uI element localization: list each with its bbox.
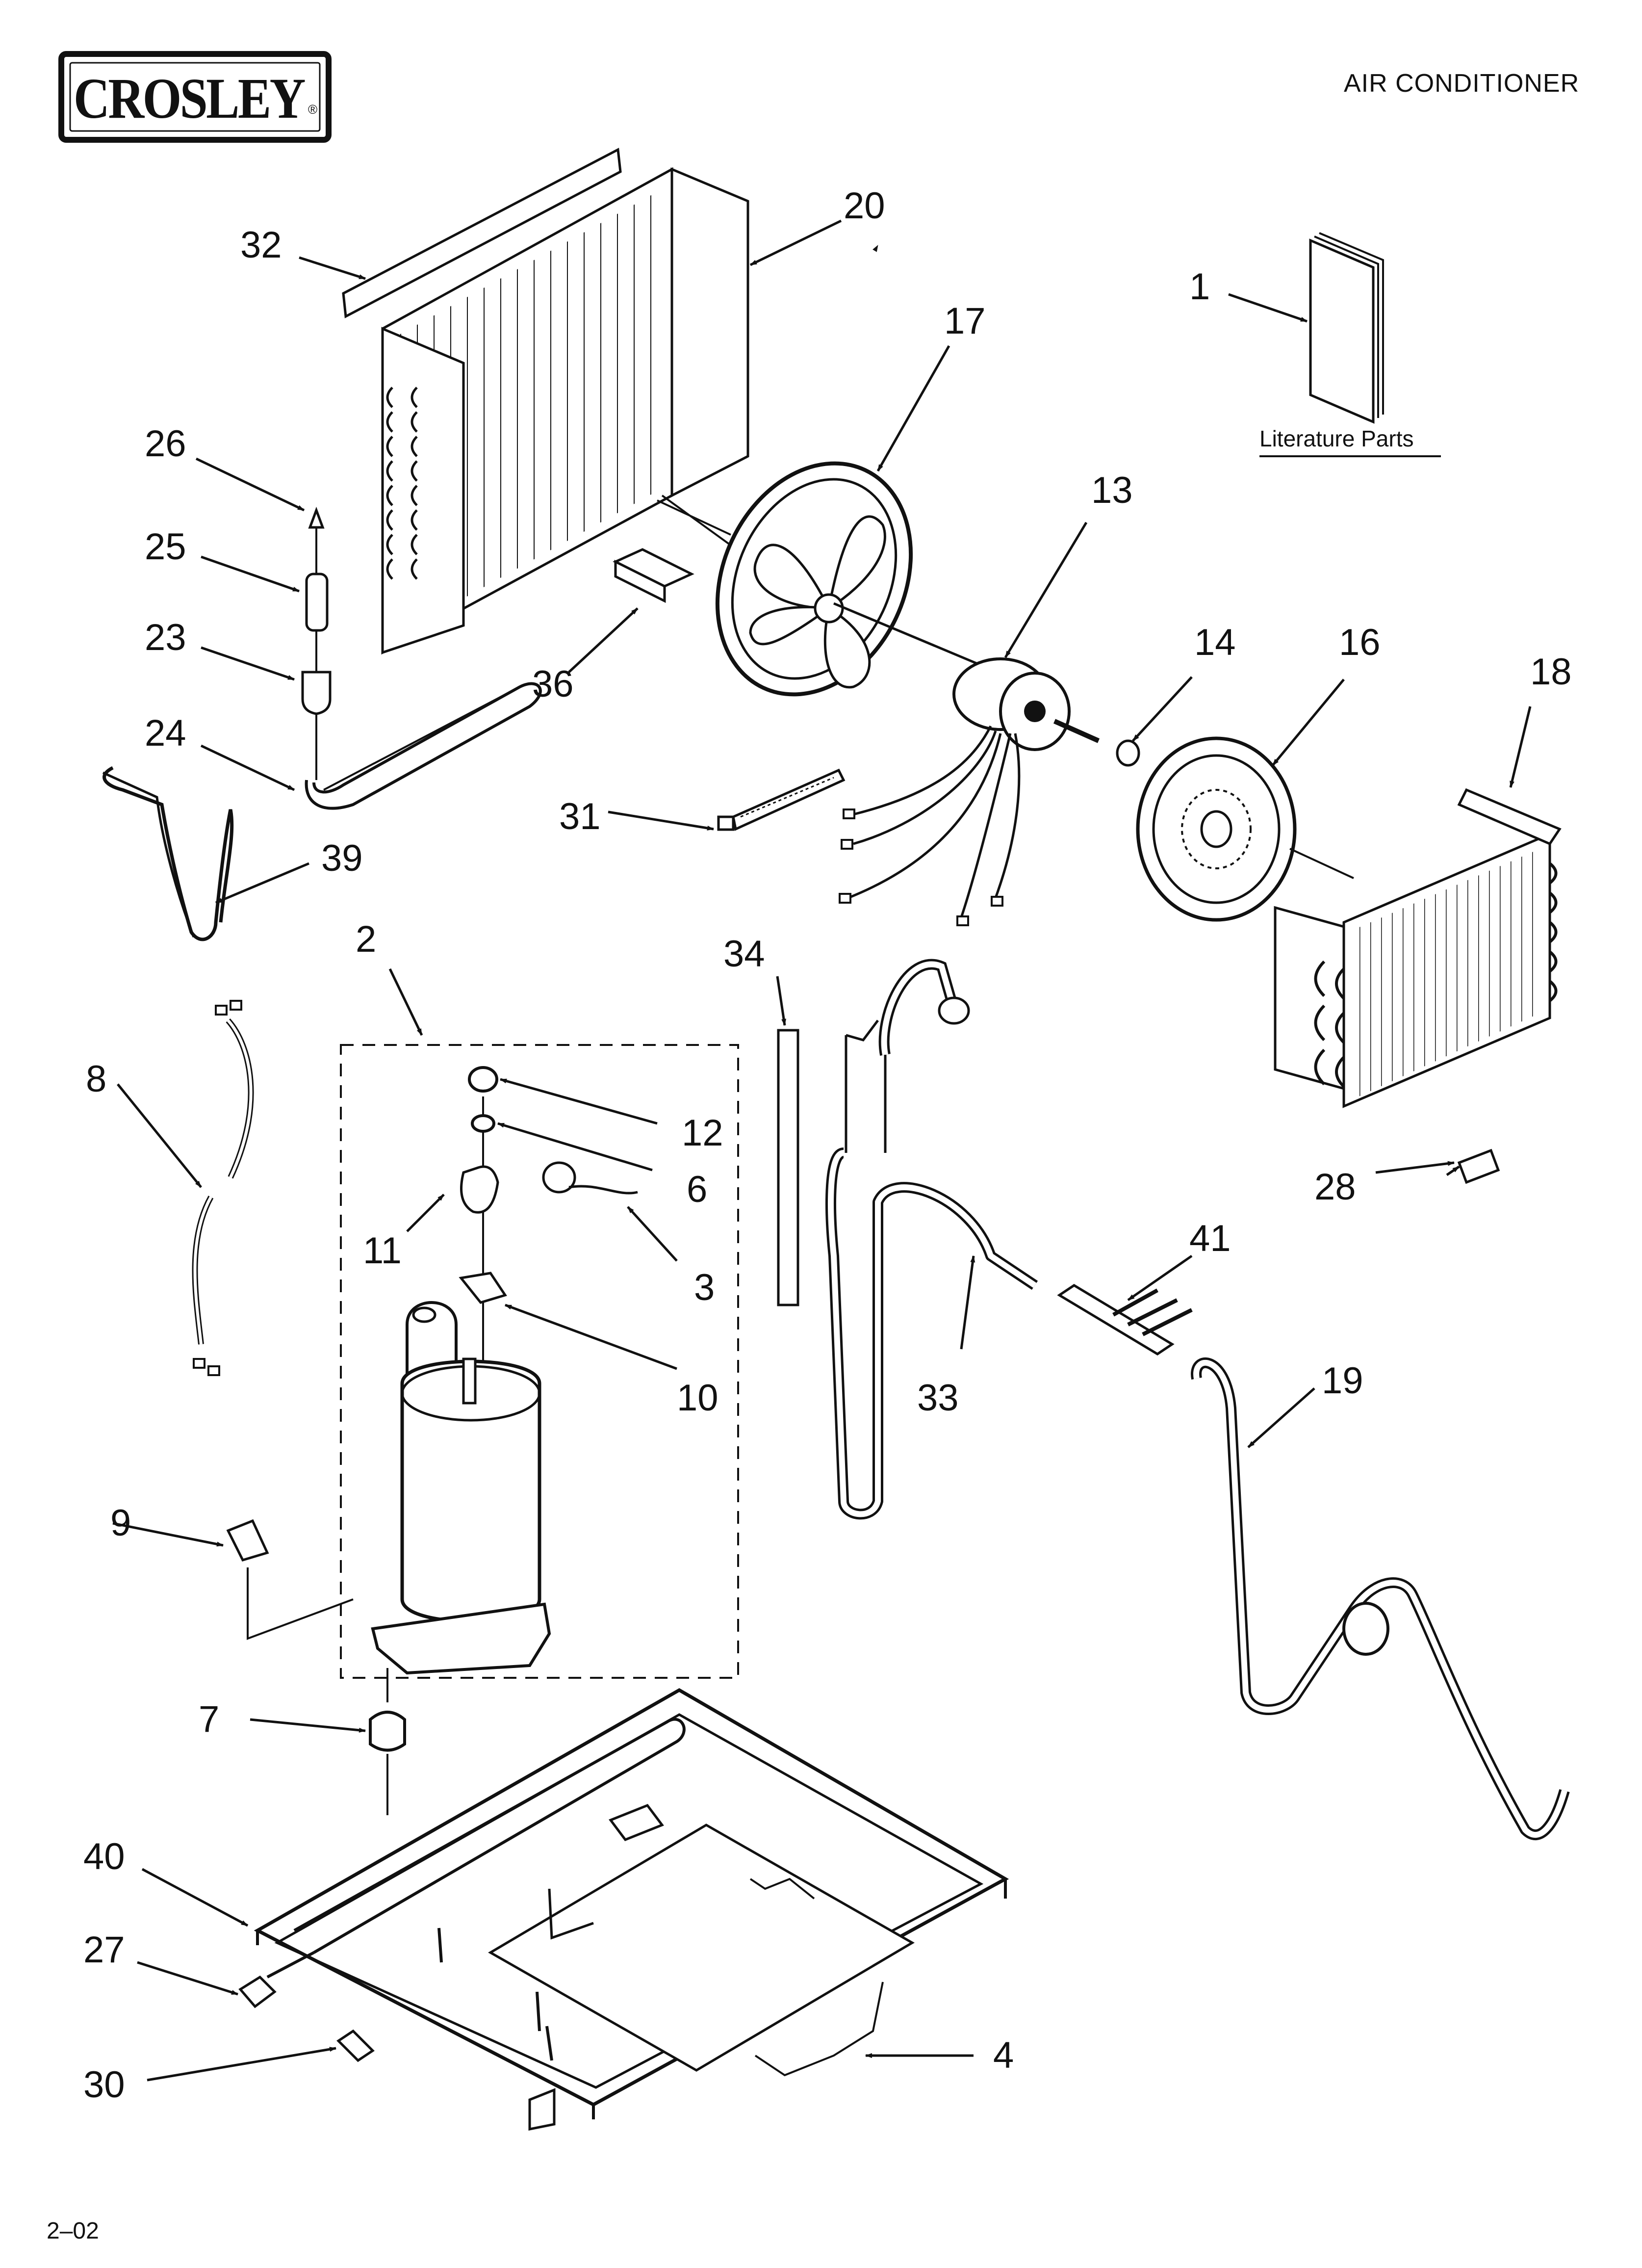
callout-4: 4	[993, 2034, 1014, 2076]
diagram-title: AIR CONDITIONER	[1344, 69, 1580, 98]
screw-illustration	[238, 1951, 315, 2008]
callout-18: 18	[1530, 651, 1572, 693]
callout-20: 20	[844, 185, 885, 227]
callout-31: 31	[559, 796, 601, 837]
cable-tie-illustration	[717, 768, 846, 831]
grommet-illustration	[369, 1711, 406, 1752]
callout-30: 30	[83, 2064, 125, 2106]
condenser-fan-illustration	[715, 461, 913, 697]
tube-illustration	[777, 1029, 799, 1306]
callout-7: 7	[199, 1698, 219, 1740]
callout-9: 9	[110, 1502, 131, 1544]
fan-motor-illustration	[833, 602, 1100, 926]
callout-14: 14	[1194, 622, 1236, 663]
callout-1: 1	[1189, 266, 1210, 308]
heater-tube-assembly-illustration	[301, 506, 542, 810]
callout-3: 3	[694, 1267, 715, 1308]
nut-illustration	[1116, 739, 1140, 767]
callout-leader-lines	[112, 219, 1532, 2082]
callout-numbers: 1 2 3 4 6 7 8 9 10 11 12 13 14 16 17 18 …	[83, 185, 1572, 2106]
page-code: 2–02	[47, 2218, 99, 2244]
callout-39: 39	[321, 837, 363, 879]
brand-registered-mark: ®	[308, 102, 317, 117]
compressor-assembly-group	[340, 1044, 739, 1679]
discharge-tube-illustration	[1191, 1357, 1570, 1840]
literature-parts-label: Literature Parts	[1259, 426, 1413, 451]
callout-41: 41	[1189, 1218, 1231, 1259]
blower-wheel-illustration	[1136, 736, 1354, 922]
evaporator-coil-illustration	[1274, 788, 1562, 1108]
bracket-strap-illustration	[103, 766, 234, 941]
callout-17: 17	[944, 300, 986, 342]
wire-harness-illustration	[192, 1000, 254, 1376]
callout-34: 34	[723, 933, 765, 975]
retainer-clip-illustration	[336, 2029, 375, 2062]
callout-23: 23	[145, 617, 186, 658]
compressor-illustration	[371, 1066, 638, 1675]
callout-8: 8	[86, 1058, 106, 1100]
brand-logo: CROSLEY ®	[58, 51, 332, 143]
callout-36: 36	[532, 663, 574, 705]
callout-25: 25	[145, 526, 186, 568]
callout-24: 24	[145, 712, 186, 754]
callout-16: 16	[1339, 622, 1381, 663]
callout-27: 27	[83, 1929, 125, 1971]
callout-11: 11	[363, 1230, 402, 1272]
callout-33: 33	[917, 1377, 959, 1419]
literature-booklet-illustration	[1309, 232, 1384, 424]
base-pan-illustration	[254, 1688, 1009, 2131]
manifold-tube-illustration	[1057, 1284, 1193, 1356]
callout-26: 26	[145, 423, 186, 465]
callout-10: 10	[677, 1377, 718, 1419]
callout-28: 28	[1314, 1166, 1356, 1208]
callout-6: 6	[687, 1169, 707, 1210]
callout-40: 40	[83, 1836, 125, 1877]
callout-32: 32	[240, 224, 282, 266]
clip-illustration	[1457, 1148, 1500, 1184]
callout-12: 12	[682, 1112, 723, 1154]
callout-19: 19	[1322, 1360, 1363, 1402]
callout-2: 2	[356, 918, 376, 960]
mounting-clip-illustration	[226, 1519, 269, 1562]
condenser-coil-illustration	[342, 148, 749, 655]
brand-name: CROSLEY	[74, 66, 305, 130]
callout-13: 13	[1091, 469, 1133, 511]
refrigerant-tubing-illustration	[825, 959, 1038, 1520]
